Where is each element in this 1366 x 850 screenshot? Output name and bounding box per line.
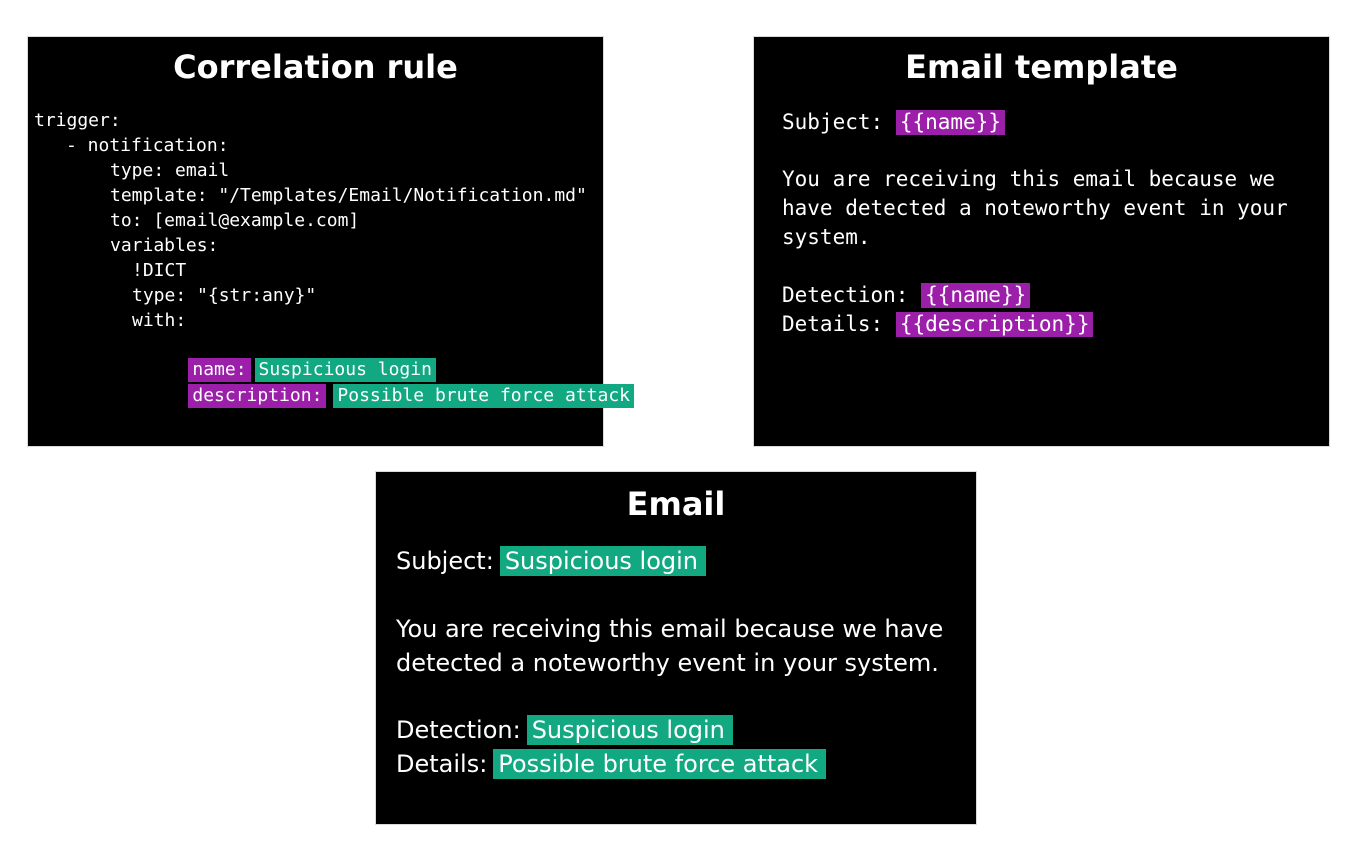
email-detection-line: Detection:Suspicious login [396,713,966,747]
code-line-with: with: [132,310,187,331]
code-line-variables: variables: [110,235,219,256]
email-subject-value: Suspicious login [499,546,707,576]
code-line-description: description:Possible brute force attack [145,360,635,432]
code-line-type: type: email [110,160,230,181]
email-body: You are receiving this email because we … [396,615,944,677]
code-line-dict: !DICT [132,260,187,281]
template-subject-label: Subject: [782,110,884,134]
template-detection-variable: {{name}} [921,283,1031,308]
email-template-panel: Email template Subject: {{name}} You are… [753,36,1330,447]
email-detection-label: Detection: [396,716,521,744]
code-line-notification: - notification: [66,135,229,156]
code-line-dict-type: type: "{str:any}" [132,285,317,306]
template-body: You are receiving this email because we … [782,167,1288,249]
email-panel: Email Subject:Suspicious login You are r… [375,471,977,825]
rule-name-key: name: [188,358,251,382]
email-subject-label: Subject: [396,547,494,575]
template-details-line: Details: {{description}} [782,310,1312,339]
email-template-title: Email template [905,48,1178,86]
email-subject-line: Subject:Suspicious login [396,544,966,578]
correlation-rule-panel: Correlation rule trigger: - notification… [27,36,635,447]
code-line-trigger: trigger: [34,110,121,131]
email-detection-value: Suspicious login [526,715,733,745]
rule-description-key: description: [188,384,327,408]
template-detection-label: Detection: [782,283,909,307]
rule-description-value: Possible brute force attack [333,384,635,408]
code-line-name: name:Suspicious login [145,334,436,406]
email-details-label: Details: [396,750,488,778]
template-subject-variable: {{name}} [895,110,1005,135]
template-detection-line: Detection: {{name}} [782,281,1312,310]
template-details-label: Details: [782,312,884,336]
template-subject-line: Subject: {{name}} [782,108,1312,137]
email-details-line: Details:Possible brute force attack [396,747,966,781]
email-title: Email [626,485,726,523]
code-line-template: template: "/Templates/Email/Notification… [110,185,587,206]
code-line-to: to: [email@example.com] [110,210,360,231]
correlation-rule-title: Correlation rule [173,48,458,86]
rule-name-value: Suspicious login [254,358,436,382]
email-details-value: Possible brute force attack [493,749,827,779]
template-details-variable: {{description}} [895,312,1094,337]
